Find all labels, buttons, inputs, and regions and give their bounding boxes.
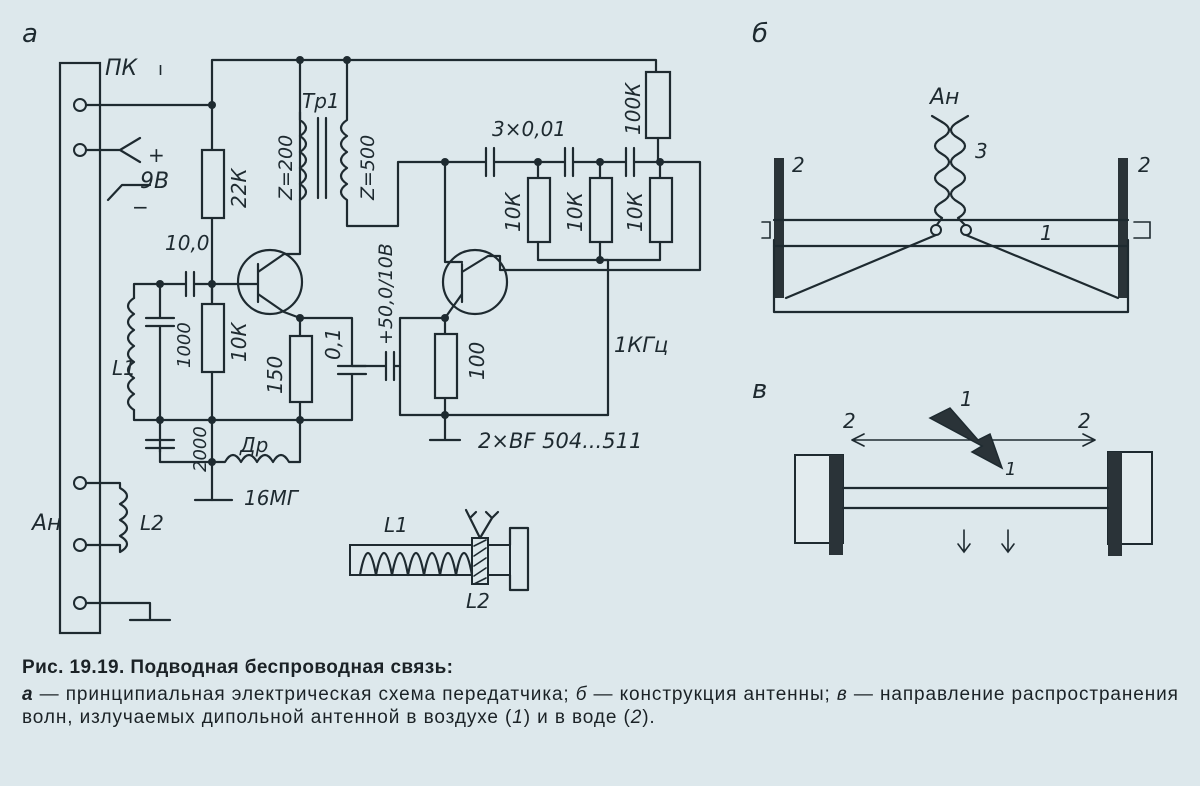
terminal-strip-label: ПК (105, 56, 139, 81)
resistor-10k-base (200, 302, 226, 374)
panel-label-v: в (752, 375, 767, 405)
capacitor-1000-label: 1000 (174, 322, 195, 368)
antenna-number-1: 1 (1040, 221, 1053, 245)
coil-l1-label: L1 (112, 356, 136, 380)
resistor-100-label: 100 (465, 342, 489, 380)
coil-construction-l1: L1 (384, 513, 408, 537)
transistor-2 (441, 160, 702, 320)
capacitor-10: 10,0 (158, 231, 242, 298)
caption-text-end: ). (642, 707, 656, 728)
resistor-10k-a (526, 176, 552, 244)
frequency-label: 1КГц (614, 333, 668, 357)
resistor-10k-c-label: 10К (623, 192, 647, 232)
resistor-150 (288, 334, 314, 404)
antenna-number-2-left: 2 (792, 153, 805, 177)
air-wave-arrow (928, 407, 1004, 470)
caption-letter-b: б (575, 684, 588, 705)
coil-l2: L2 (84, 481, 164, 554)
capacitor-10-label: 10,0 (165, 231, 210, 255)
terminal-3 (73, 476, 87, 490)
wave-propagation: в 1 1 2 2 (752, 375, 1153, 556)
electrode-left (774, 158, 784, 298)
terminal-2 (73, 143, 87, 157)
wave-number-2-right: 2 (1078, 409, 1091, 433)
caption-title: Рис. 19.19. Подводная беспроводная связь… (22, 657, 454, 678)
antenna-number-2-right: 2 (1138, 153, 1151, 177)
caption-text-b: — конструкция антенны; (587, 684, 837, 705)
coil-construction: L1 L2 (349, 508, 530, 613)
antenna-construction: б Ан 3 2 2 1 (752, 19, 1151, 314)
antenna-label: Ан (928, 85, 959, 110)
terminal-strip (58, 61, 102, 635)
capacitors-label: 3×0,01 (492, 117, 566, 141)
capacitor-50: +50,0/10В (350, 243, 610, 417)
resistor-10k-c (648, 176, 674, 244)
panel-label-a: а (22, 19, 38, 49)
resistor-100 (433, 332, 459, 400)
panel-label-b: б (752, 19, 768, 49)
battery-symbol: + − 9В (84, 136, 169, 219)
battery-label: 9В (140, 169, 169, 194)
figure-drawing: а ПК ı + − 9В 22К 10,0 (22, 19, 1153, 635)
coil-construction-l2: L2 (466, 589, 490, 613)
coil-l2-label: L2 (140, 511, 164, 535)
caption-letter-v: в (836, 684, 848, 705)
transistor-1 (236, 58, 304, 320)
electrode-right (1118, 158, 1128, 298)
caption-ref-2: 2 (630, 707, 643, 728)
wave-number-1-bottom: 1 (1005, 459, 1016, 480)
capacitor-2000: 2000 (144, 426, 214, 472)
resistor-100k-label: 100К (621, 82, 645, 135)
caption-text-v: — направление распространения волн, излу… (22, 684, 1186, 728)
battery-minus: − (132, 195, 149, 219)
wave-number-1-top: 1 (960, 387, 973, 411)
resistor-150-label: 150 (263, 356, 287, 394)
figure-caption: Рис. 19.19. Подводная беспроводная связь… (22, 656, 1187, 729)
terminal-4 (73, 538, 87, 552)
antenna-number-3: 3 (975, 139, 988, 163)
terminal-strip-mark: ı (158, 59, 163, 80)
transformer-z2: Z=500 (357, 135, 379, 201)
capacitor-0-1-label: 0,1 (321, 328, 345, 360)
capacitor-1000: 1000 (144, 282, 195, 454)
terminal-1 (73, 98, 87, 112)
terminal-5 (73, 596, 87, 610)
choke-label: Др (239, 433, 268, 457)
caption-text-a: — принципиальная электрическая схема пер… (33, 684, 576, 705)
caption-ref-1: 1 (512, 707, 524, 728)
antenna-terminal-label: Ан (30, 511, 61, 536)
capacitor-2000-label: 2000 (190, 426, 211, 472)
resistor-22k (200, 148, 226, 220)
coil-l1: L1 (112, 282, 214, 422)
resistor-10k-b-label: 10К (563, 192, 587, 232)
choke-value-label: 16МГ (244, 486, 300, 510)
choke: Др 16МГ (193, 418, 302, 510)
resistor-22k-label: 22К (227, 168, 251, 208)
caption-body: а — принципиальная электрическая схема п… (22, 683, 1187, 729)
wave-number-2-left: 2 (843, 409, 856, 433)
caption-text-mid: ) и в воде ( (523, 707, 631, 728)
resistor-10k-base-label: 10К (227, 322, 251, 362)
transformer-label: Тр1 (302, 89, 340, 113)
resistor-10k-b (588, 176, 614, 244)
phase-shift-network: 3×0,01 100К 10К 10К 10К 1КГц (443, 70, 674, 417)
transformer-z1: Z=200 (275, 135, 297, 201)
transistors-label: 2×BF 504...511 (478, 429, 642, 453)
transformer-tr1: Тр1 Z=200 Z=500 (275, 58, 447, 228)
battery-plus: + (148, 143, 165, 167)
caption-letter-a: а (22, 684, 34, 705)
resistor-100k (644, 70, 672, 140)
resistor-10k-a-label: 10К (501, 192, 525, 232)
transmitter-schematic: а ПК ı + − 9В 22К 10,0 (22, 19, 702, 635)
capacitor-50-label: +50,0/10В (375, 243, 397, 345)
